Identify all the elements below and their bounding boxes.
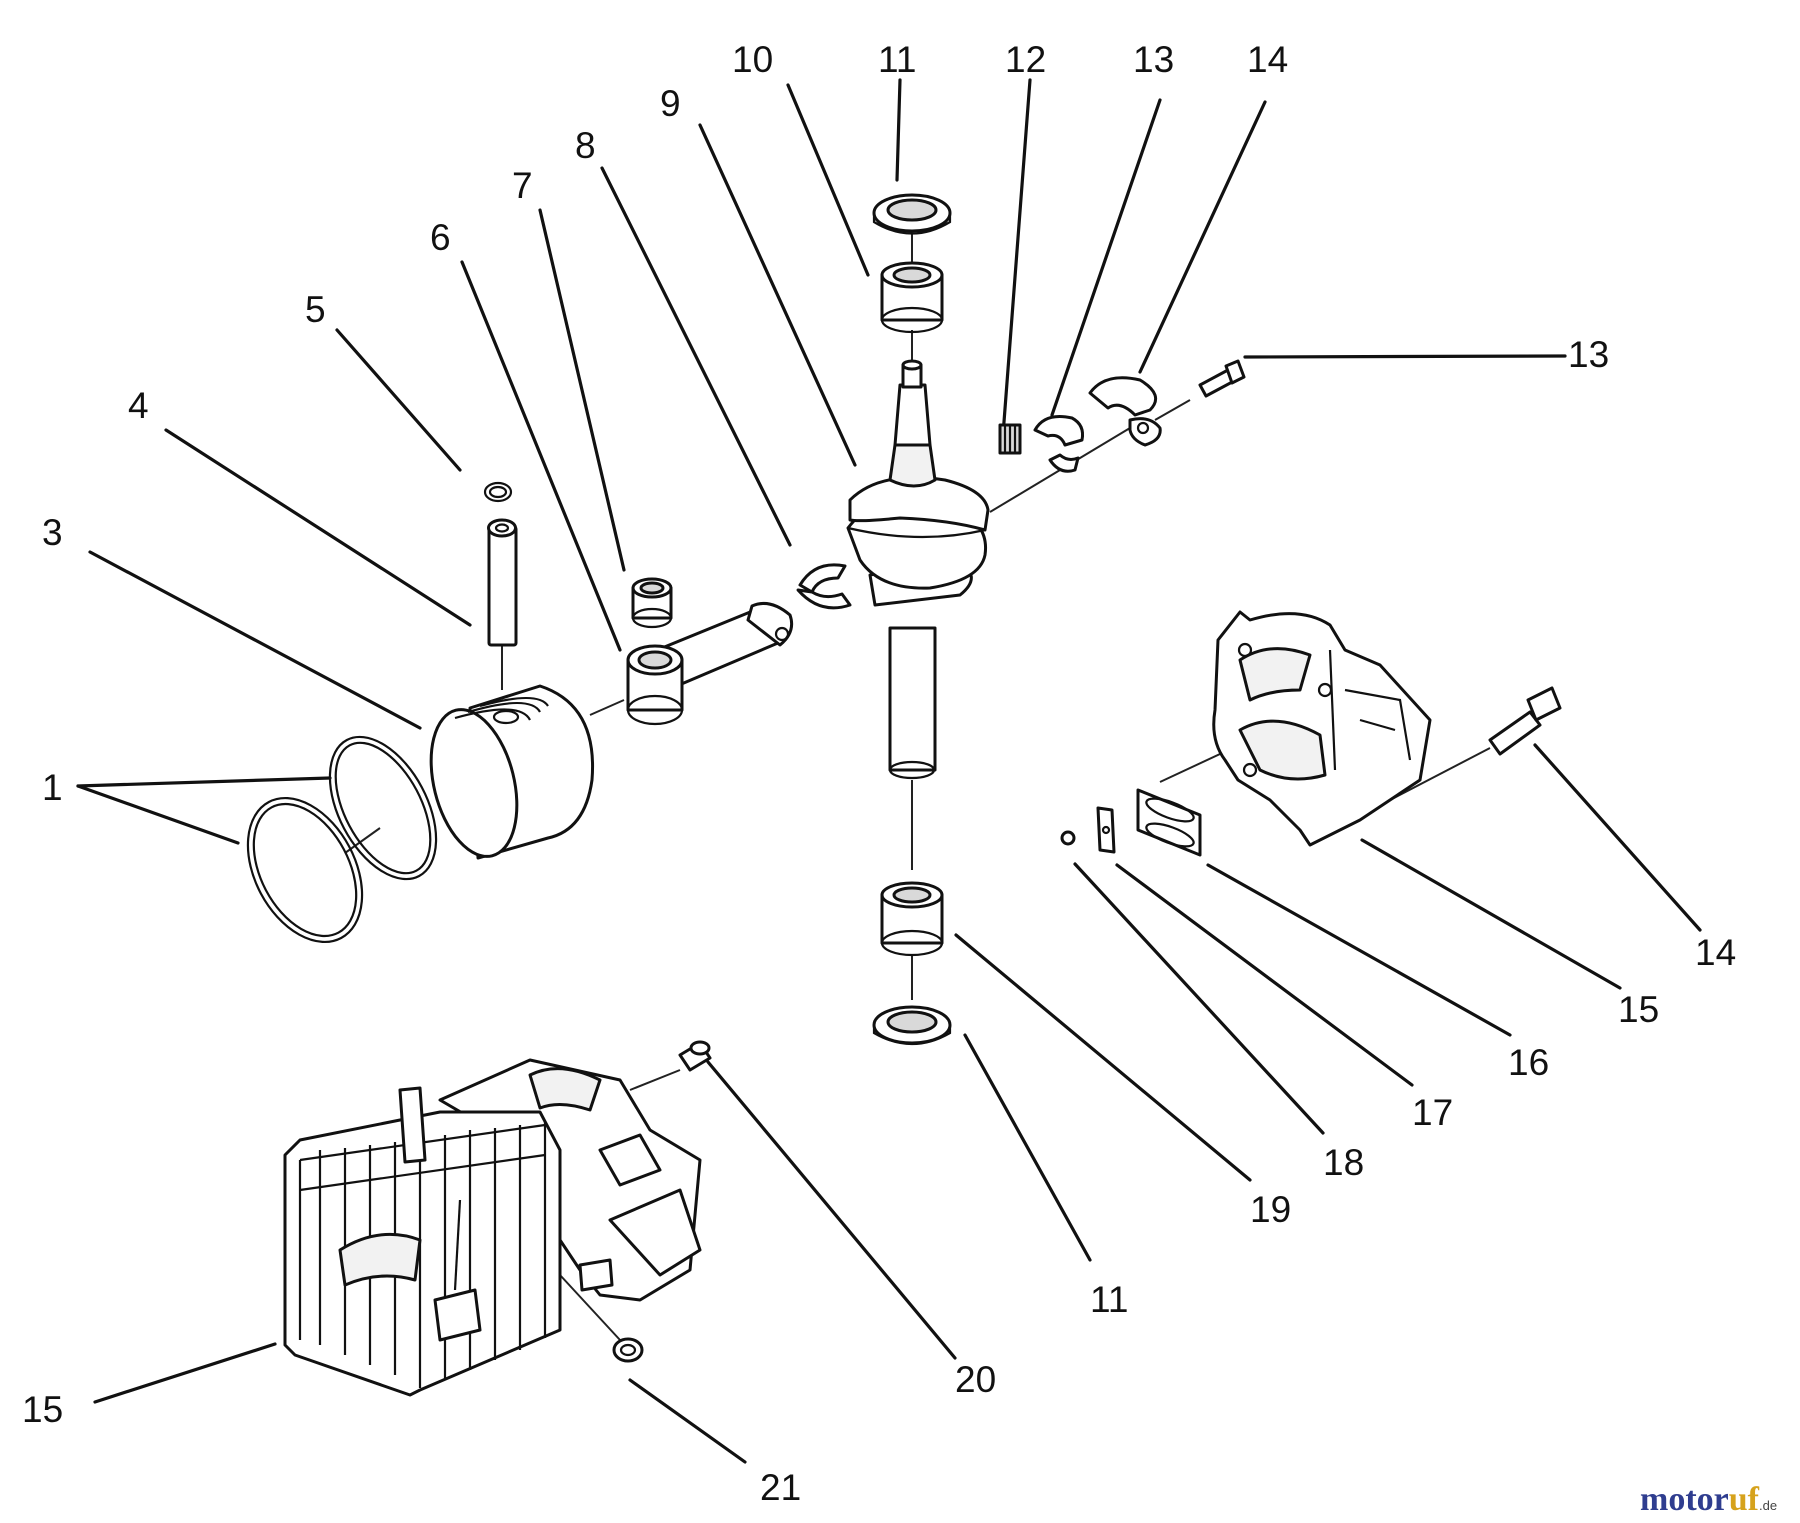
connecting-rod-part: [626, 602, 794, 726]
plate-part: [1096, 806, 1116, 854]
crankshaft-part: [846, 359, 990, 780]
callout-4: 4: [128, 385, 149, 426]
callout-12: 12: [1005, 39, 1046, 80]
callout-3: 3: [42, 512, 63, 553]
callout-14-right: 14: [1695, 932, 1736, 973]
callout-labels: 1 3 4 5 6 7 8 9 10 11 12 13 14 13 14 15 …: [22, 39, 1736, 1508]
lower-oil-seal-part: [872, 1005, 952, 1046]
callout-17: 17: [1412, 1092, 1453, 1133]
callout-18: 18: [1323, 1142, 1364, 1183]
callout-16: 16: [1508, 1042, 1549, 1083]
piston-pin-part: [487, 518, 518, 647]
callout-5: 5: [305, 289, 326, 330]
piston-part: [429, 684, 595, 860]
dowel-pin-part: [678, 1040, 712, 1072]
callout-1: 1: [42, 767, 63, 808]
callout-9: 9: [660, 83, 681, 124]
callout-19: 19: [1250, 1189, 1291, 1230]
watermark-brand-part2: uf: [1729, 1481, 1760, 1518]
oil-seal-part: [872, 193, 952, 235]
bushing-part: [631, 577, 673, 629]
callout-14-top: 14: [1247, 39, 1288, 80]
callout-6: 6: [430, 217, 451, 258]
callout-15-left: 15: [22, 1389, 63, 1430]
callout-13-top: 13: [1133, 39, 1174, 80]
bearing-cap-part: [1033, 415, 1084, 473]
main-bearing-part: [880, 261, 944, 334]
callout-8: 8: [575, 125, 596, 166]
cover-bolt-part: [1488, 686, 1562, 756]
svg-text:motoruf.de: motoruf.de: [1640, 1481, 1777, 1518]
leader-lines: [76, 78, 1702, 1464]
watermark-brand-part1: motor: [1640, 1481, 1729, 1518]
callout-13-right: 13: [1568, 334, 1609, 375]
cap-bolt-part: [1198, 359, 1246, 398]
watermark-logo: motoruf.de: [1640, 1481, 1777, 1518]
assembly-axes: [344, 233, 1491, 1341]
rod-cap-part: [1088, 376, 1162, 447]
callout-21: 21: [760, 1467, 801, 1508]
needle-bearing-part: [998, 423, 1022, 455]
gasket-part: [1136, 788, 1202, 857]
screw-part: [1060, 830, 1076, 846]
watermark-suffix: .de: [1759, 1498, 1777, 1513]
piston-ring-part: [328, 735, 438, 881]
callout-20: 20: [955, 1359, 996, 1400]
callout-7: 7: [512, 165, 533, 206]
cylinder-block-part: [283, 1058, 702, 1397]
retaining-ring-part: [483, 481, 513, 503]
piston-ring-part: [246, 796, 364, 944]
small-bushing-part: [612, 1337, 644, 1363]
callout-11-bottom: 11: [1090, 1279, 1128, 1320]
lower-bearing-part: [880, 881, 944, 957]
crankcase-cover-part: [1212, 610, 1432, 847]
callout-11-top: 11: [878, 39, 916, 80]
callout-15-right: 15: [1618, 989, 1659, 1030]
callout-10: 10: [732, 39, 773, 80]
bearing-shell-part: [796, 563, 852, 610]
